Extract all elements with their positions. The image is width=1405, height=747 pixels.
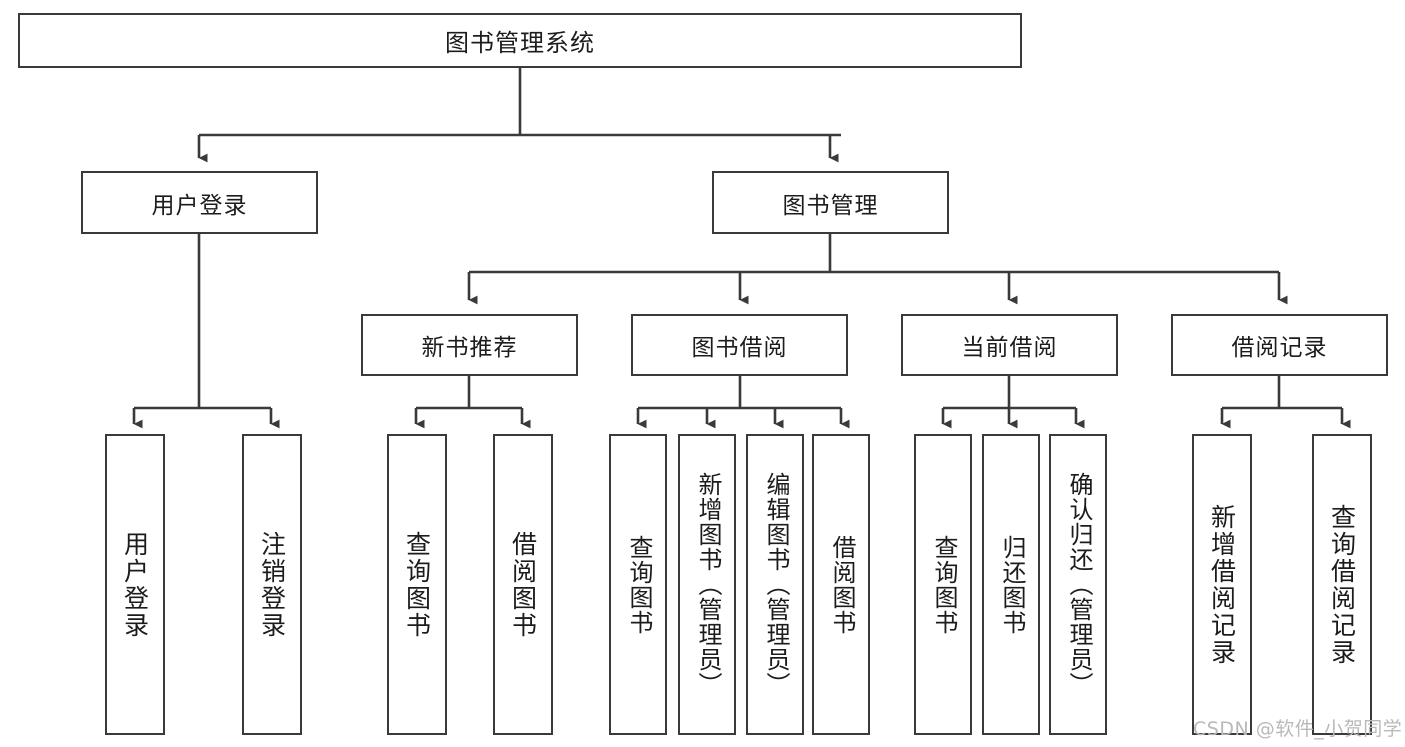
node-leaf-add-record-label: 新增借阅记录	[1207, 503, 1237, 666]
node-book-borrow-label: 图书借阅	[691, 335, 788, 361]
node-leaf-confirm-return[interactable]: 确认归还（管理员）	[1049, 434, 1107, 735]
node-user-login[interactable]: 用户登录	[81, 171, 318, 234]
csdn-watermark: CSDN @软件_小贺同学	[1193, 718, 1403, 740]
node-leaf-edit-book[interactable]: 编辑图书（管理员）	[746, 434, 804, 735]
node-leaf-borrow-book-2[interactable]: 借阅图书	[812, 434, 870, 735]
node-leaf-user-login-label: 用户登录	[120, 530, 150, 639]
node-leaf-user-logout[interactable]: 注销登录	[242, 434, 302, 735]
node-root-label: 图书管理系统	[445, 29, 595, 57]
node-leaf-add-book[interactable]: 新增图书（管理员）	[678, 434, 736, 735]
node-leaf-user-login[interactable]: 用户登录	[105, 434, 165, 735]
node-book-manage-label: 图书管理	[782, 192, 879, 219]
node-book-manage[interactable]: 图书管理	[712, 171, 949, 234]
node-leaf-borrow-book-2-label: 借阅图书	[827, 534, 856, 635]
node-book-borrow[interactable]: 图书借阅	[631, 314, 848, 376]
node-borrow-record[interactable]: 借阅记录	[1171, 314, 1388, 376]
node-root[interactable]: 图书管理系统	[18, 13, 1022, 68]
node-leaf-query-book-1[interactable]: 查询图书	[387, 434, 447, 735]
node-new-book-rec-label: 新书推荐	[421, 335, 518, 361]
node-leaf-return-book-label: 归还图书	[997, 534, 1026, 635]
node-leaf-borrow-book-1[interactable]: 借阅图书	[493, 434, 553, 735]
node-leaf-query-book-2-label: 查询图书	[624, 534, 653, 635]
node-current-borrow-label: 当前借阅	[961, 335, 1058, 361]
node-leaf-add-book-label: 新增图书（管理员）	[693, 472, 722, 697]
node-leaf-user-logout-label: 注销登录	[257, 530, 287, 639]
node-leaf-query-book-3-label: 查询图书	[929, 534, 958, 635]
node-leaf-query-record-label: 查询借阅记录	[1327, 503, 1357, 666]
node-leaf-query-book-3[interactable]: 查询图书	[914, 434, 972, 735]
node-leaf-query-record[interactable]: 查询借阅记录	[1312, 434, 1372, 735]
node-leaf-confirm-return-label: 确认归还（管理员）	[1064, 472, 1093, 697]
node-borrow-record-label: 借阅记录	[1231, 335, 1328, 361]
node-current-borrow[interactable]: 当前借阅	[901, 314, 1118, 376]
node-leaf-edit-book-label: 编辑图书（管理员）	[761, 472, 790, 697]
node-user-login-label: 用户登录	[151, 192, 248, 219]
node-leaf-borrow-book-1-label: 借阅图书	[508, 530, 538, 639]
node-leaf-return-book[interactable]: 归还图书	[982, 434, 1040, 735]
node-leaf-query-book-1-label: 查询图书	[402, 530, 432, 639]
node-new-book-rec[interactable]: 新书推荐	[361, 314, 578, 376]
node-leaf-add-record[interactable]: 新增借阅记录	[1192, 434, 1252, 735]
node-leaf-query-book-2[interactable]: 查询图书	[609, 434, 667, 735]
